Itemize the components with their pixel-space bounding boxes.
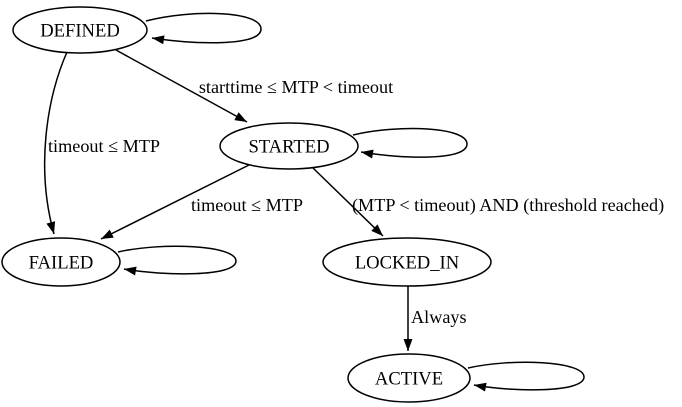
state-label-defined: DEFINED [40, 21, 120, 42]
state-ellipse-started [219, 122, 359, 170]
state-label-failed: FAILED [29, 253, 94, 274]
edge-started-to-failed [100, 164, 250, 240]
state-node-active: ACTIVE [347, 353, 471, 403]
state-label-active: ACTIVE [375, 369, 443, 390]
state-ellipse-locked-in [322, 237, 492, 287]
state-label-locked-in: LOCKED_IN [355, 253, 459, 274]
state-ellipse-failed [1, 237, 121, 287]
edge-label-locked-in-to-active: Always [411, 307, 467, 327]
state-node-failed: FAILED [1, 237, 121, 287]
edge-failed-self [117, 245, 237, 276]
state-node-locked-in: LOCKED_IN [322, 237, 492, 287]
edge-active-self [467, 361, 585, 392]
edge-started-to-locked-in [312, 167, 384, 237]
edge-defined-to-failed [43, 51, 68, 235]
edge-defined-self [145, 12, 262, 45]
edge-label-defined-to-started: starttime ≤ MTP < timeout [199, 77, 393, 97]
state-label-started: STARTED [248, 137, 329, 158]
state-ellipse-defined [12, 6, 148, 54]
edge-label-started-to-locked-in: (MTP < timeout) AND (threshold reached) [352, 195, 664, 216]
edge-started-self [352, 127, 468, 159]
state-node-started: STARTED [219, 122, 359, 170]
edge-defined-to-started [115, 49, 248, 123]
edge-label-started-to-failed: timeout ≤ MTP [191, 195, 303, 215]
edge-label-defined-to-failed: timeout ≤ MTP [48, 136, 160, 156]
state-node-defined: DEFINED [12, 6, 148, 54]
state-ellipse-active [347, 353, 471, 403]
